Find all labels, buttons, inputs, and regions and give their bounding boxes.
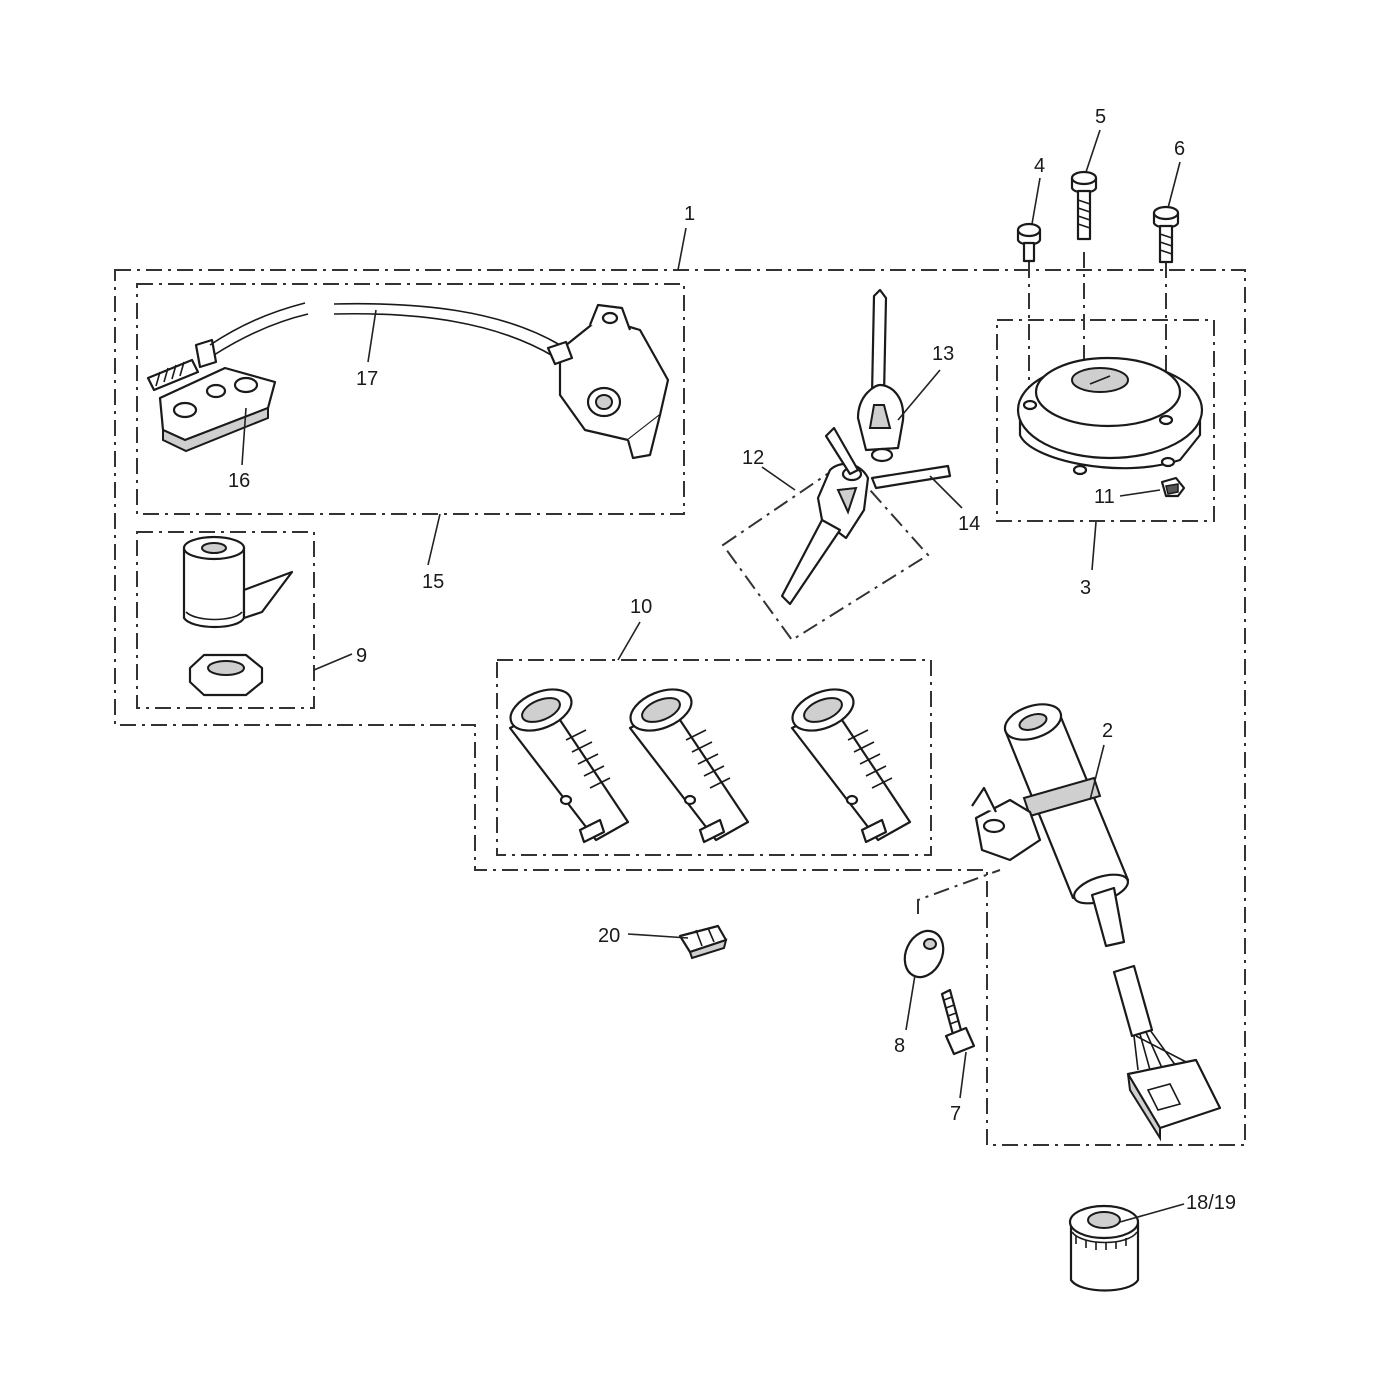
label-16: 16 — [228, 470, 250, 492]
key-14-drawing — [824, 426, 952, 490]
label-1: 1 — [684, 203, 695, 225]
label-3: 3 — [1080, 577, 1091, 599]
label-5: 5 — [1095, 106, 1106, 128]
group-outline-1 — [114, 269, 1246, 1146]
ignition-switch-drawing — [971, 703, 1130, 948]
label-8: 8 — [894, 1035, 905, 1057]
label-6: 6 — [1174, 138, 1185, 160]
group-outline-10 — [496, 659, 932, 856]
group-outline-15 — [136, 283, 685, 515]
label-17: 17 — [356, 368, 378, 390]
lock-nut-drawing — [188, 653, 264, 697]
label-18-19: 18/19 — [1186, 1192, 1236, 1214]
key-12-drawing — [780, 462, 870, 606]
lock-barrel-drawing — [182, 535, 294, 628]
group-outline-2-link — [917, 869, 1001, 914]
label-13: 13 — [932, 343, 954, 365]
bolt-7-drawing — [940, 988, 976, 1056]
label-14: 14 — [958, 513, 980, 535]
group-outline-3 — [996, 319, 1215, 522]
clip-20-drawing — [678, 924, 728, 960]
seat-lock-housing-drawing — [546, 303, 670, 460]
label-15: 15 — [422, 571, 444, 593]
fuel-cap-drawing — [1016, 356, 1204, 498]
label-11: 11 — [1094, 486, 1115, 508]
label-4: 4 — [1034, 155, 1045, 177]
group-outline-9 — [136, 531, 315, 709]
seat-lock-cable-drawing — [209, 302, 561, 357]
label-10: 10 — [630, 596, 652, 618]
screw-5-drawing — [1070, 170, 1098, 241]
label-2: 2 — [1102, 720, 1113, 742]
screw-6-drawing — [1152, 205, 1180, 264]
switch-connector-drawing — [1112, 964, 1222, 1142]
label-20: 20 — [598, 925, 620, 947]
group-outline-12 — [721, 460, 930, 642]
seat-lock-plate-drawing — [146, 338, 277, 453]
leader-lines — [241, 129, 1185, 1223]
label-7: 7 — [950, 1103, 961, 1125]
lock-cylinder-2-drawing — [628, 688, 750, 844]
bush-18-19-drawing — [1068, 1204, 1140, 1292]
part-labels: 1 2 3 4 5 6 7 8 9 10 11 12 13 14 15 16 1… — [228, 106, 1236, 1214]
key-13-drawing — [856, 288, 905, 463]
label-12: 12 — [742, 447, 764, 469]
screw-4-drawing — [1016, 222, 1042, 263]
lock-cylinder-3-drawing — [790, 688, 912, 844]
lock-cylinder-1-drawing — [508, 688, 630, 844]
label-9: 9 — [356, 645, 367, 667]
washer-8-drawing — [903, 929, 945, 979]
